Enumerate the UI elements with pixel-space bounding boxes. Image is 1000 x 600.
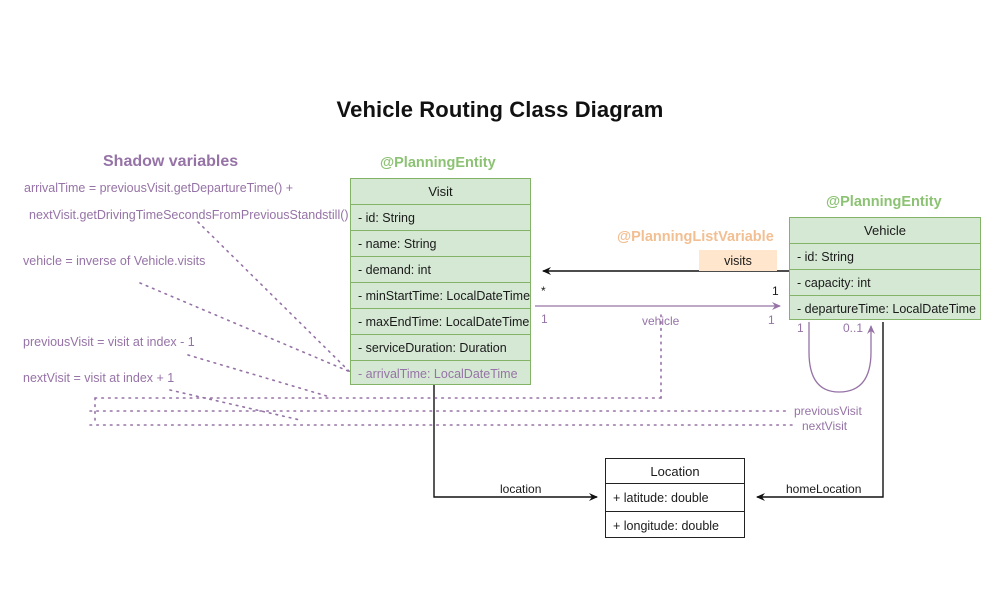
- association-location: [433, 382, 598, 501]
- shadow-variables-title: Shadow variables: [103, 153, 239, 170]
- class-box-visit[interactable]: Visit - id: String - name: String - dema…: [350, 178, 531, 385]
- home-location-relation-label: homeLocation: [786, 482, 862, 496]
- vehicle-attribute-id: - id: String: [790, 243, 980, 269]
- class-name-vehicle: Vehicle: [864, 223, 906, 238]
- vehicle-relation-label: vehicle: [642, 314, 680, 328]
- location-relation-label: location: [500, 482, 542, 496]
- shadow-variable-arrival-time-line2: nextVisit.getDrivingTimeSecondsFromPrevi…: [29, 208, 349, 222]
- page-title: Vehicle Routing Class Diagram: [336, 97, 664, 122]
- vehicle-attribute-departure-time: - departureTime: LocalDateTime: [790, 295, 980, 321]
- visit-attribute-max-end-time: - maxEndTime: LocalDateTime: [351, 308, 530, 334]
- visits-target-multiplicity: 1: [772, 284, 779, 298]
- visit-attribute-min-start-time: - minStartTime: LocalDateTime: [351, 282, 530, 308]
- vehicle-source-multiplicity: 1: [541, 312, 548, 326]
- class-name-visit: Visit: [428, 184, 453, 199]
- planning-list-variable-stereotype: @PlanningListVariable: [617, 229, 774, 245]
- previous-visit-source-multiplicity: 1: [797, 321, 804, 335]
- visit-attribute-service-duration: - serviceDuration: Duration: [351, 334, 530, 360]
- vehicle-stereotype: @PlanningEntity: [826, 194, 942, 210]
- class-box-vehicle[interactable]: Vehicle - id: String - capacity: int - d…: [789, 217, 981, 320]
- vehicle-attribute-capacity: - capacity: int: [790, 269, 980, 295]
- shadow-variable-vehicle: vehicle = inverse of Vehicle.visits: [23, 254, 206, 268]
- class-box-location[interactable]: Location + latitude: double + longitude:…: [605, 458, 745, 538]
- shadow-variable-arrival-time-line1: arrivalTime = previousVisit.getDeparture…: [24, 181, 294, 195]
- visits-relation-badge[interactable]: visits: [699, 250, 777, 271]
- visit-attribute-demand: - demand: int: [351, 256, 530, 282]
- visit-attribute-name: - name: String: [351, 230, 530, 256]
- previous-visit-target-multiplicity: 0..1: [843, 321, 864, 335]
- vehicle-target-multiplicity: 1: [768, 313, 775, 327]
- previous-visit-relation-label: previousVisit: [794, 404, 862, 418]
- visits-source-multiplicity: *: [541, 284, 546, 298]
- shadow-variable-previous-visit: previousVisit = visit at index - 1: [23, 335, 195, 349]
- shadow-variable-next-visit: nextVisit = visit at index + 1: [23, 371, 175, 385]
- next-visit-relation-label: nextVisit: [802, 419, 848, 433]
- visit-attribute-arrival-time: - arrivalTime: LocalDateTime: [351, 360, 530, 386]
- location-attribute-longitude: + longitude: double: [606, 511, 744, 539]
- location-attribute-latitude: + latitude: double: [606, 483, 744, 511]
- visit-attribute-id: - id: String: [351, 204, 530, 230]
- class-name-location: Location: [650, 463, 700, 479]
- visit-stereotype: @PlanningEntity: [380, 155, 496, 171]
